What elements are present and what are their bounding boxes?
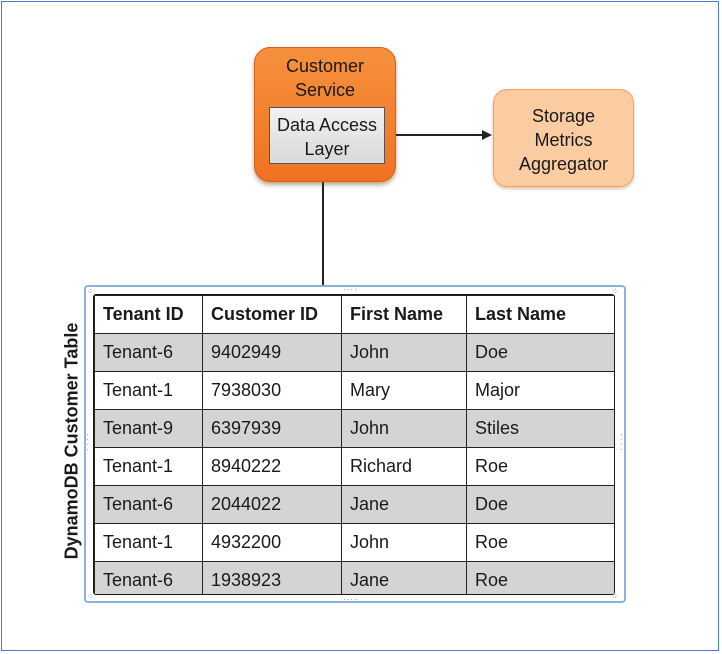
resize-handle-bottom[interactable]: ···· [343,595,358,604]
cell-customer-id: 1938923 [202,561,342,594]
cell-tenant-id: Tenant-9 [94,409,203,448]
header-customer-id: Customer ID [202,295,342,334]
header-tenant-id: Tenant ID [94,295,203,334]
header-last-name: Last Name [466,295,614,334]
cell-last-name: Roe [466,561,614,594]
table-row: Tenant-1 4932200 John Roe [94,523,614,562]
cell-customer-id: 2044022 [202,485,342,524]
cell-customer-id: 8940222 [202,447,342,486]
cell-customer-id: 4932200 [202,523,342,562]
resize-handle-right[interactable]: ···· [620,430,624,454]
cell-customer-id: 6397939 [202,409,342,448]
table-row: Tenant-6 2044022 Jane Doe [94,485,614,524]
cell-customer-id: 7938030 [202,371,342,410]
cell-last-name: Doe [466,333,614,372]
cell-tenant-id: Tenant-6 [94,485,203,524]
cell-first-name: John [341,333,467,372]
cell-tenant-id: Tenant-1 [94,523,203,562]
cell-tenant-id: Tenant-6 [94,333,203,372]
table-title: DynamoDB Customer Table [61,322,82,560]
data-access-layer-box: Data Access Layer [269,107,385,164]
resize-handle-bottom-right[interactable]: ⁘ [612,592,620,601]
cell-last-name: Stiles [466,409,614,448]
resize-handle-bottom-left[interactable]: ⁘ [87,592,95,601]
cell-tenant-id: Tenant-1 [94,371,203,410]
cell-tenant-id: Tenant-6 [94,561,203,594]
cell-last-name: Major [466,371,614,410]
cell-last-name: Doe [466,485,614,524]
table-row: Tenant-1 7938030 Mary Major [94,371,614,410]
cell-last-name: Roe [466,523,614,562]
cell-first-name: Jane [341,561,467,594]
resize-handle-top-left[interactable]: ⁘ [87,287,95,296]
resize-handle-top[interactable]: ···· [343,285,358,294]
cell-last-name: Roe [466,447,614,486]
cell-first-name: John [341,523,467,562]
table-row: Tenant-9 6397939 John Stiles [94,409,614,448]
cell-first-name: Jane [341,485,467,524]
table-header-row: Tenant ID Customer ID First Name Last Na… [94,295,614,334]
storage-metrics-aggregator-label: Storage Metrics Aggregator [518,106,609,174]
table-row: Tenant-6 1938923 Jane Roe [94,561,614,594]
cell-first-name: Mary [341,371,467,410]
table-row: Tenant-1 8940222 Richard Roe [94,447,614,486]
table-row: Tenant-6 9402949 John Doe [94,333,614,372]
resize-handle-left[interactable]: ···· [86,430,90,454]
storage-metrics-aggregator-box: Storage Metrics Aggregator [493,89,634,187]
data-access-layer-label: Data Access Layer [276,115,378,159]
customer-table: Tenant ID Customer ID First Name Last Na… [93,294,615,595]
cell-first-name: John [341,409,467,448]
cell-customer-id: 9402949 [202,333,342,372]
customer-service-label: Customer Service [285,56,365,100]
header-first-name: First Name [341,295,467,334]
cell-first-name: Richard [341,447,467,486]
resize-handle-top-right[interactable]: ⁘ [612,287,620,296]
cell-tenant-id: Tenant-1 [94,447,203,486]
